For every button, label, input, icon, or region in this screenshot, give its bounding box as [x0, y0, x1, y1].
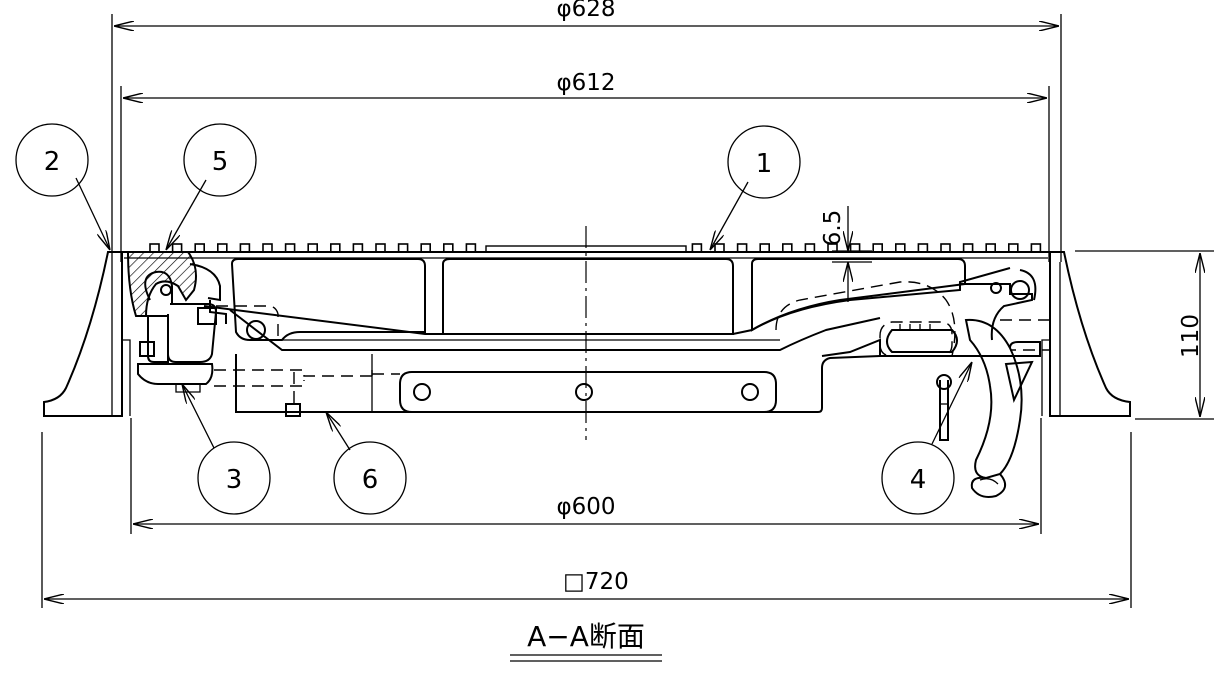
callout-2-label: 2 [44, 147, 61, 177]
callout-5-label: 5 [212, 147, 229, 177]
dim-110-label: 110 [1178, 314, 1204, 358]
dim-720: □720 [41, 432, 1132, 608]
hatched-seal [126, 251, 197, 317]
leaders [75, 177, 972, 451]
dim-600-label: φ600 [556, 494, 615, 520]
surface-stud [262, 243, 273, 253]
dim-720-label: □720 [563, 569, 629, 595]
callout-6-label: 6 [362, 465, 379, 495]
surface-stud [465, 243, 477, 253]
dim-6-5: 6.5 [820, 206, 872, 302]
dim-628-label: φ628 [556, 0, 615, 22]
dim-110: 110 [1075, 250, 1214, 420]
surface-stud [171, 243, 183, 253]
surface-stud [239, 243, 251, 253]
surface-stud [872, 243, 884, 253]
callout-1: 1 [727, 125, 801, 199]
surface-stud [329, 243, 341, 253]
surface-stud [985, 243, 997, 253]
surface-stud [1030, 243, 1042, 253]
callout-5: 5 [183, 123, 257, 197]
surface-stud [736, 243, 748, 253]
surface-stud [442, 243, 454, 253]
callout-3: 3 [197, 441, 271, 515]
surface-stud [352, 243, 364, 253]
surface-stud [781, 243, 793, 253]
surface-stud [284, 243, 296, 253]
surface-stud [194, 243, 205, 253]
surface-stud [149, 243, 160, 253]
surface-stud [827, 243, 838, 253]
surface-stud [962, 243, 974, 253]
surface-stud [1007, 243, 1019, 253]
surface-stud [420, 243, 432, 253]
surface-studs [149, 243, 1042, 253]
dim-612: φ612 [120, 70, 1050, 262]
dim-600: φ600 [130, 418, 1042, 534]
surface-stud [375, 243, 386, 253]
surface-stud [714, 243, 725, 253]
hinge-teeth [899, 324, 931, 330]
callout-2: 2 [15, 123, 89, 197]
cover [122, 243, 1050, 413]
callout-6: 6 [333, 441, 407, 515]
pin-assembly [214, 305, 764, 417]
dim-6-5-label: 6.5 [820, 210, 846, 247]
frame [43, 251, 1131, 417]
surface-stud [940, 243, 951, 253]
surface-stud [217, 243, 228, 253]
surface-stud [849, 243, 861, 253]
callout-1-label: 1 [756, 149, 773, 179]
surface-stud [307, 243, 319, 253]
callout-4: 4 [881, 441, 955, 515]
surface-stud [759, 243, 771, 253]
surface-stud [804, 243, 816, 253]
surface-stud [691, 243, 703, 253]
surface-stud [397, 243, 409, 253]
callout-4-label: 4 [910, 465, 927, 495]
surface-stud [894, 243, 906, 253]
section-title: A−A断面 [510, 620, 662, 662]
section-title-text: A−A断面 [527, 620, 645, 653]
dim-628: φ628 [111, 0, 1062, 262]
callout-3-label: 3 [226, 465, 243, 495]
surface-stud [917, 243, 929, 253]
hinge-handle [775, 269, 1051, 498]
dim-612-label: φ612 [556, 70, 615, 96]
